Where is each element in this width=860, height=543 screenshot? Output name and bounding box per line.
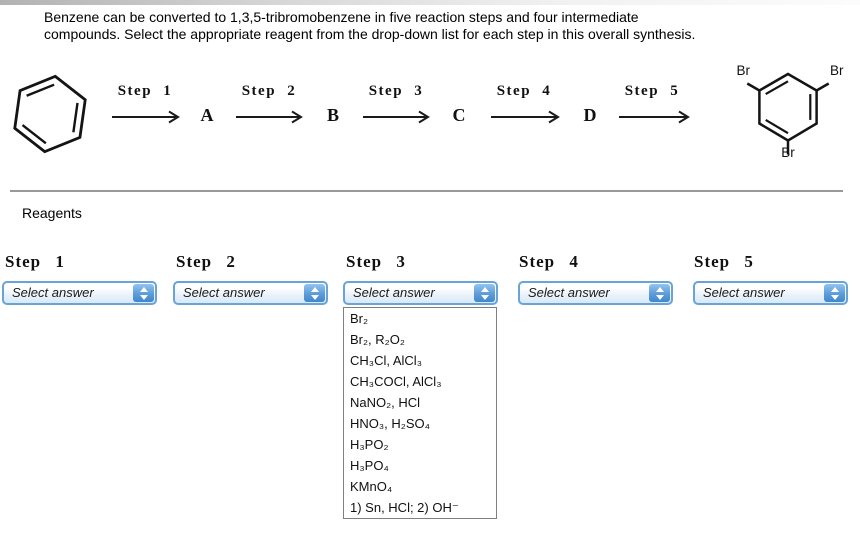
step-5-dropdown-value: Select answer <box>703 285 785 300</box>
br-label-top-right: Br <box>830 63 844 78</box>
step-2-arrow <box>236 110 303 124</box>
intermediate-c-label: C <box>452 105 466 125</box>
reagent-option[interactable]: Br₂ <box>350 311 369 326</box>
question-text-line-1: Benzene can be converted to 1,3,5-tribro… <box>44 9 639 25</box>
question-text-line-2: compounds. Select the appropriate reagen… <box>44 26 696 42</box>
step-2-dropdown[interactable]: Select answer <box>173 281 328 305</box>
dropdown-spinner-icon[interactable] <box>824 284 845 302</box>
product-structure <box>746 72 830 155</box>
step-2-heading: Step 2 <box>176 252 236 271</box>
question-text: Benzene can be converted to 1,3,5-tribro… <box>44 9 844 43</box>
reagent-option[interactable]: H₃PO₂ <box>350 437 389 452</box>
step-4-heading: Step 4 <box>519 252 579 271</box>
br-label-bottom: Br <box>781 145 795 160</box>
step-4-arrow <box>491 110 560 124</box>
intermediate-b-label: B <box>326 105 339 125</box>
step-1-arrow <box>112 110 180 124</box>
br-label-top-left: Br <box>736 63 751 78</box>
step-5-heading: Step 5 <box>694 252 754 271</box>
reagent-option[interactable]: NaNO₂, HCl <box>350 395 421 410</box>
scheme-step-4-label: Step 4 <box>496 83 552 99</box>
step-4-dropdown-value: Select answer <box>528 285 610 300</box>
step-3-dropdown-listbox[interactable]: Br₂ Br₂, R₂O₂ CH₃Cl, AlCl₃ CH₃COCl, AlCl… <box>343 307 497 519</box>
reagent-option[interactable]: CH₃COCl, AlCl₃ <box>350 374 442 389</box>
step-5-dropdown[interactable]: Select answer <box>693 281 848 305</box>
scheme-step-5-label: Step 5 <box>624 83 680 99</box>
step-3-arrow <box>363 110 430 124</box>
reagent-option[interactable]: Br₂, R₂O₂ <box>350 332 405 347</box>
reagent-option[interactable]: HNO₃, H₂SO₄ <box>350 416 430 431</box>
top-divider-bar <box>0 0 860 5</box>
dropdown-spinner-icon[interactable] <box>474 284 495 302</box>
step-3-dropdown-value: Select answer <box>353 285 435 300</box>
reagent-option[interactable]: H₃PO₄ <box>350 458 389 473</box>
benzene-structure <box>13 74 87 154</box>
step-3-heading: Step 3 <box>346 252 406 271</box>
reagents-section-title: Reagents <box>22 205 82 221</box>
step-1-heading: Step 1 <box>5 252 65 271</box>
step-5-arrow <box>619 110 690 124</box>
step-1-dropdown[interactable]: Select answer <box>2 281 157 305</box>
step-3-dropdown[interactable]: Select answer <box>343 281 498 305</box>
intermediate-a-label: A <box>200 105 214 125</box>
step-1-dropdown-value: Select answer <box>12 285 94 300</box>
dropdown-spinner-icon[interactable] <box>133 284 154 302</box>
reagent-option[interactable]: CH₃Cl, AlCl₃ <box>350 353 422 368</box>
dropdown-spinner-icon[interactable] <box>304 284 325 302</box>
reagent-option[interactable]: 1) Sn, HCl; 2) OH⁻ <box>350 500 459 515</box>
intermediate-d-label: D <box>583 105 597 125</box>
reagent-option[interactable]: KMnO₄ <box>350 479 393 494</box>
scheme-step-3-label: Step 3 <box>368 83 424 99</box>
step-2-dropdown-value: Select answer <box>183 285 265 300</box>
dropdown-spinner-icon[interactable] <box>649 284 670 302</box>
scheme-step-2-label: Step 2 <box>241 83 297 99</box>
step-4-dropdown[interactable]: Select answer <box>518 281 673 305</box>
section-divider <box>10 190 843 192</box>
scheme-step-1-label: Step 1 <box>117 83 173 99</box>
